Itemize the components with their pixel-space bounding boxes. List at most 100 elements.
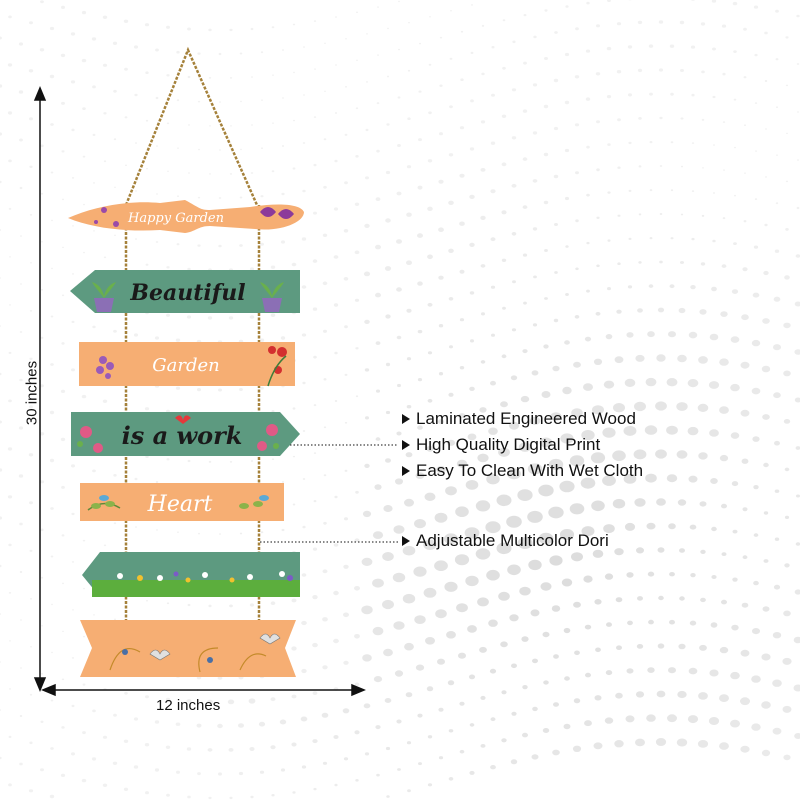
- background-dot: [575, 267, 579, 271]
- background-dot: [676, 402, 688, 411]
- background-dot: [18, 42, 24, 46]
- background-dot: [260, 386, 264, 390]
- background-dot: [8, 543, 12, 547]
- background-dot: [669, 572, 675, 577]
- background-dot: [668, 667, 676, 674]
- background-dot: [186, 315, 192, 319]
- background-dot: [0, 709, 2, 711]
- background-dot: [383, 505, 393, 512]
- background-dot: [774, 249, 780, 253]
- feature-item: Easy To Clean With Wet Cloth: [402, 458, 782, 484]
- background-dot: [796, 206, 800, 210]
- background-dot: [774, 440, 780, 446]
- background-dot: [480, 120, 486, 124]
- background-dot: [8, 592, 12, 594]
- background-dot: [103, 544, 107, 547]
- background-dot: [740, 745, 750, 753]
- background-dot: [477, 597, 489, 607]
- background-dot: [668, 331, 676, 338]
- background-dot: [679, 596, 685, 601]
- background-dot: [586, 145, 590, 149]
- background-dot: [29, 117, 33, 121]
- background-dot: [365, 416, 369, 420]
- background-dot: [134, 333, 138, 337]
- background-dot: [0, 661, 1, 663]
- background-dot: [396, 431, 402, 436]
- background-dot: [677, 690, 687, 699]
- background-dot: [580, 477, 596, 489]
- background-dot: [733, 98, 737, 101]
- background-dot: [272, 122, 274, 124]
- background-dot: [71, 464, 75, 468]
- background-dot: [71, 177, 75, 179]
- background-dot: [71, 320, 75, 323]
- background-dot: [616, 309, 622, 314]
- background-dot: [418, 762, 422, 766]
- background-dot: [581, 526, 595, 537]
- background-dot: [796, 494, 800, 498]
- background-dot: [533, 275, 537, 279]
- background-dot: [501, 738, 507, 743]
- background-dot: [596, 120, 600, 124]
- background-dot: [156, 145, 158, 147]
- background-dot: [490, 717, 496, 722]
- background-dot: [385, 362, 391, 367]
- background-dot: [144, 743, 150, 747]
- background-dot: [481, 24, 485, 27]
- background-dot: [470, 99, 474, 103]
- background-dot: [301, 285, 307, 289]
- background-dot: [677, 499, 687, 506]
- background-dot: [114, 618, 116, 621]
- background-dot: [29, 21, 33, 25]
- background-dot: [559, 529, 575, 540]
- background-dot: [175, 722, 181, 726]
- background-dot: [481, 312, 485, 316]
- background-dot: [427, 159, 433, 163]
- background-dot: [626, 668, 634, 674]
- background-dot: [300, 716, 308, 722]
- background-dot: [448, 200, 454, 205]
- background-dot: [723, 169, 725, 171]
- background-dot: [657, 307, 665, 313]
- background-dot: [218, 388, 222, 392]
- background-dot: [218, 244, 222, 248]
- background-dot: [406, 405, 412, 409]
- background-dot: [322, 281, 328, 286]
- background-dot: [175, 386, 181, 390]
- background-dot: [429, 16, 431, 18]
- background-dot: [649, 92, 653, 96]
- background-dot: [176, 770, 180, 774]
- background-dot: [344, 517, 348, 521]
- background-dot: [72, 273, 74, 275]
- background-dot: [8, 15, 12, 19]
- background-dot: [50, 315, 54, 318]
- background-dot: [776, 106, 778, 108]
- background-dot: [282, 97, 284, 99]
- background-dot: [187, 459, 191, 463]
- background-dot: [518, 442, 532, 452]
- background-dot: [638, 261, 642, 264]
- background-dot: [721, 24, 727, 28]
- background-dot: [197, 244, 201, 247]
- background-dot: [532, 227, 538, 231]
- background-dot: [92, 469, 96, 473]
- background-dot: [323, 521, 327, 525]
- background-dot: [417, 329, 423, 334]
- background-dot: [418, 90, 422, 93]
- background-dot: [510, 375, 518, 381]
- background-dot: [354, 682, 360, 687]
- background-dot: [565, 293, 569, 296]
- background-dot: [438, 324, 444, 328]
- background-dot: [710, 622, 718, 628]
- background-dot: [604, 717, 614, 724]
- background-dot: [761, 653, 771, 661]
- signboard-orange-bottom: [80, 620, 296, 677]
- background-dot: [721, 503, 727, 509]
- background-dot: [250, 27, 254, 31]
- background-dot: [527, 510, 543, 523]
- background-dot: [0, 36, 2, 40]
- background-dot: [502, 306, 506, 310]
- background-dot: [362, 654, 372, 662]
- background-dot: [250, 172, 254, 174]
